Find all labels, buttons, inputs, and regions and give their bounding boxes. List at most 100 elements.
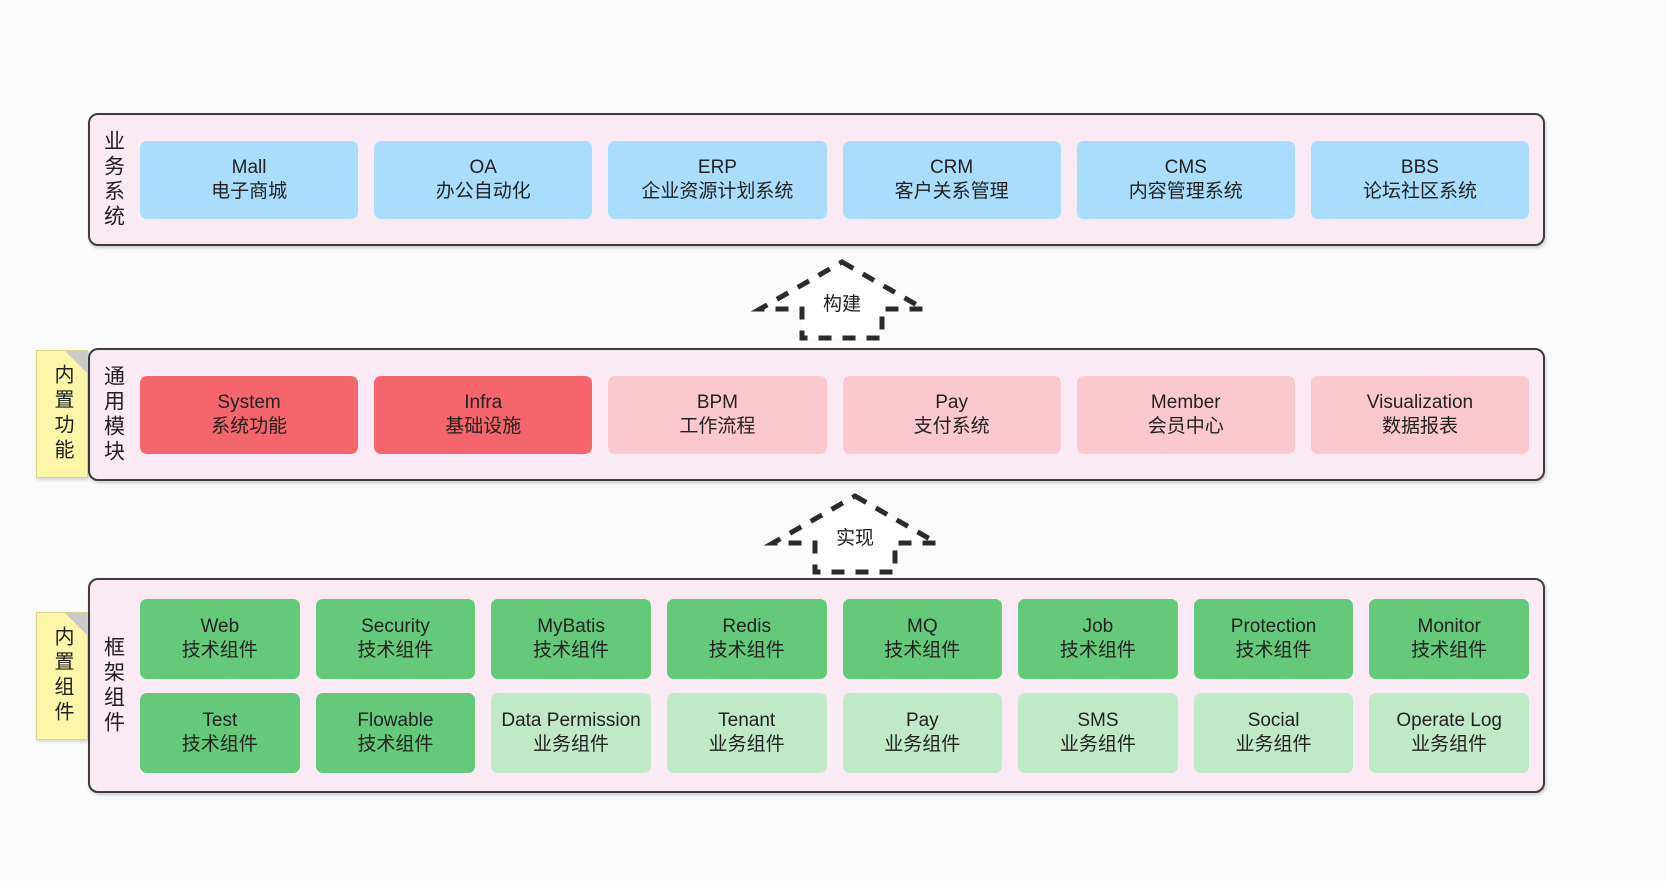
card-system-desc: 系统功能 [211, 415, 288, 437]
card-oa-desc: 办公自动化 [435, 180, 531, 202]
card-erp-desc: 企业资源计划系统 [641, 180, 794, 202]
layer-common-module-title: 通用模块 [101, 364, 125, 465]
layer-common-module-body: System 系统功能 Infra 基础设施 BPM 工作流程 Pay 支付系统… [136, 350, 1543, 479]
card-pay-name: Pay [935, 392, 968, 414]
card-oa[interactable]: OA 办公自动化 [374, 140, 593, 219]
card-pay-business-desc: 业务组件 [884, 733, 961, 755]
card-oa-name: OA [469, 157, 497, 179]
framework-business-row: Test 技术组件 Flowable 技术组件 Data Permission … [140, 692, 1529, 773]
card-infra-desc: 基础设施 [445, 415, 522, 437]
card-monitor-name: Monitor [1417, 616, 1481, 638]
card-data-permission-name: Data Permission [501, 710, 641, 732]
card-mall-name: Mall [231, 157, 267, 179]
card-operate-log-desc: 业务组件 [1411, 733, 1488, 755]
card-visualization-name: Visualization [1366, 392, 1474, 414]
card-web[interactable]: Web 技术组件 [140, 598, 300, 679]
card-social[interactable]: Social 业务组件 [1193, 692, 1354, 773]
card-infra[interactable]: Infra 基础设施 [374, 375, 593, 454]
card-job-desc: 技术组件 [1059, 639, 1136, 661]
card-bpm-desc: 工作流程 [679, 415, 756, 437]
card-pay-business-name: Pay [905, 710, 939, 732]
card-security-desc: 技术组件 [357, 639, 434, 661]
card-pay-desc: 支付系统 [913, 415, 990, 437]
card-bbs-desc: 论坛社区系统 [1362, 180, 1477, 202]
layer-business-system-title: 业务系统 [101, 129, 125, 230]
card-social-name: Social [1247, 710, 1300, 732]
card-protection-desc: 技术组件 [1235, 639, 1312, 661]
layer-framework-component-body: Web 技术组件 Security 技术组件 MyBatis 技术组件 Redi… [136, 580, 1543, 791]
card-sms[interactable]: SMS 业务组件 [1018, 692, 1178, 773]
card-redis-name: Redis [722, 616, 771, 638]
card-mq-desc: 技术组件 [884, 639, 961, 661]
card-data-permission[interactable]: Data Permission 业务组件 [491, 692, 651, 773]
card-erp-name: ERP [697, 157, 737, 179]
card-bbs-name: BBS [1400, 157, 1439, 179]
layer-framework-component-title: 框架组件 [101, 635, 125, 736]
arrow-build-label: 构建 [822, 294, 862, 315]
card-cms-desc: 内容管理系统 [1128, 180, 1243, 202]
card-mq[interactable]: MQ 技术组件 [842, 598, 1003, 679]
card-mybatis-name: MyBatis [537, 616, 605, 638]
card-crm-desc: 客户关系管理 [894, 180, 1009, 202]
card-operate-log[interactable]: Operate Log 业务组件 [1369, 692, 1529, 773]
card-web-name: Web [200, 616, 240, 638]
card-web-desc: 技术组件 [181, 639, 258, 661]
business-card-row: Mall 电子商城 OA 办公自动化 ERP 企业资源计划系统 CRM 客户关系… [140, 140, 1530, 219]
card-crm-name: CRM [929, 157, 974, 179]
card-test[interactable]: Test 技术组件 [140, 692, 300, 773]
card-visualization[interactable]: Visualization 数据报表 [1310, 375, 1530, 454]
card-member-name: Member [1150, 392, 1221, 414]
card-flowable[interactable]: Flowable 技术组件 [315, 692, 476, 773]
card-tenant-desc: 业务组件 [708, 733, 785, 755]
card-test-name: Test [202, 710, 238, 732]
card-erp[interactable]: ERP 企业资源计划系统 [608, 140, 827, 219]
card-test-desc: 技术组件 [181, 733, 258, 755]
card-pay[interactable]: Pay 支付系统 [842, 375, 1061, 454]
card-flowable-desc: 技术组件 [357, 733, 434, 755]
layer-common-module[interactable]: 通用模块 System 系统功能 Infra 基础设施 BPM 工作流程 Pay… [88, 348, 1545, 481]
card-pay-business[interactable]: Pay 业务组件 [842, 692, 1003, 773]
card-member-desc: 会员中心 [1147, 415, 1224, 437]
arrow-implement: 实现 [763, 493, 947, 575]
card-infra-name: Infra [464, 392, 503, 414]
card-tenant-name: Tenant [718, 710, 776, 732]
card-job[interactable]: Job 技术组件 [1018, 598, 1178, 679]
card-sms-name: SMS [1077, 710, 1119, 732]
card-system-name: System [217, 392, 281, 414]
arrow-implement-label: 实现 [835, 528, 875, 549]
card-data-permission-desc: 业务组件 [533, 733, 610, 755]
card-security[interactable]: Security 技术组件 [315, 598, 476, 679]
card-mybatis[interactable]: MyBatis 技术组件 [491, 598, 651, 679]
card-mall-desc: 电子商城 [211, 180, 288, 202]
card-cms[interactable]: CMS 内容管理系统 [1076, 140, 1295, 219]
card-mall[interactable]: Mall 电子商城 [140, 140, 359, 219]
card-crm[interactable]: CRM 客户关系管理 [842, 140, 1061, 219]
layer-framework-component[interactable]: 框架组件 Web 技术组件 Security 技术组件 MyBatis 技术组件… [88, 578, 1545, 793]
card-protection-name: Protection [1230, 616, 1317, 638]
card-redis-desc: 技术组件 [708, 639, 785, 661]
arrow-build: 构建 [750, 259, 934, 341]
card-social-desc: 业务组件 [1235, 733, 1312, 755]
card-operate-log-name: Operate Log [1396, 710, 1502, 732]
card-bbs[interactable]: BBS 论坛社区系统 [1310, 140, 1530, 219]
note-builtin-function[interactable]: 内置功能 [36, 350, 88, 478]
note-builtin-component[interactable]: 内置组件 [36, 612, 88, 740]
layer-business-system-body: Mall 电子商城 OA 办公自动化 ERP 企业资源计划系统 CRM 客户关系… [136, 115, 1543, 244]
note-builtin-function-label: 内置功能 [51, 364, 73, 464]
card-protection[interactable]: Protection 技术组件 [1193, 598, 1354, 679]
card-flowable-name: Flowable [357, 710, 434, 732]
card-redis[interactable]: Redis 技术组件 [666, 598, 827, 679]
card-mq-name: MQ [907, 616, 938, 638]
card-bpm[interactable]: BPM 工作流程 [608, 375, 827, 454]
card-job-name: Job [1082, 616, 1114, 638]
card-security-name: Security [361, 616, 430, 638]
card-member[interactable]: Member 会员中心 [1076, 375, 1295, 454]
layer-business-system[interactable]: 业务系统 Mall 电子商城 OA 办公自动化 ERP 企业资源计划系统 CRM… [88, 113, 1545, 246]
card-bpm-name: BPM [696, 392, 739, 414]
card-monitor[interactable]: Monitor 技术组件 [1369, 598, 1529, 679]
card-tenant[interactable]: Tenant 业务组件 [666, 692, 827, 773]
card-sms-desc: 业务组件 [1059, 733, 1136, 755]
card-system[interactable]: System 系统功能 [140, 375, 359, 454]
card-mybatis-desc: 技术组件 [533, 639, 610, 661]
